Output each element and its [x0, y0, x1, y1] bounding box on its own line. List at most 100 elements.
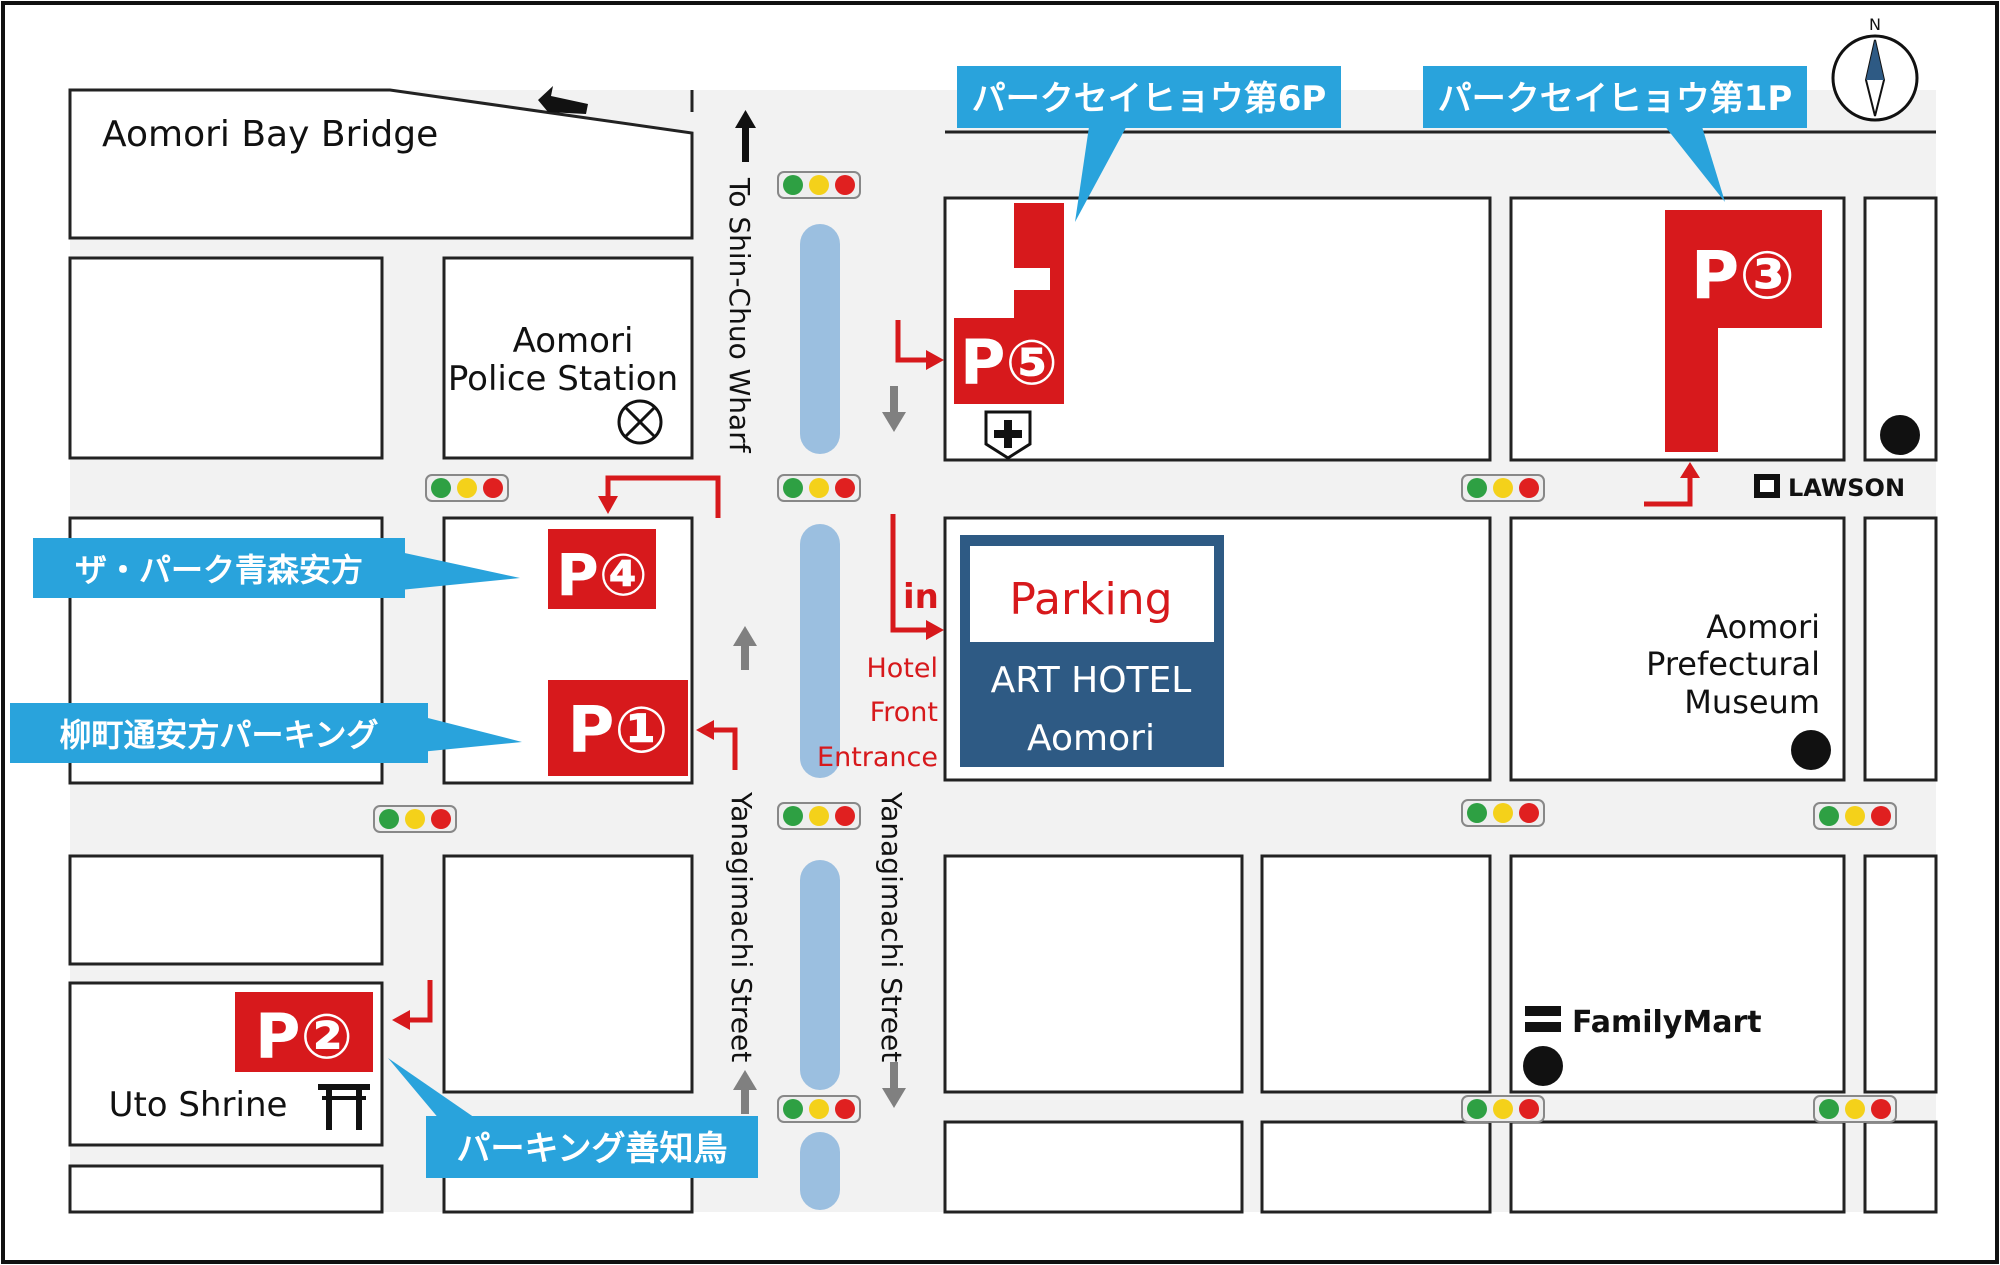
bay-bridge-label: Aomori Bay Bridge [102, 114, 438, 155]
traffic-light-icon [777, 802, 861, 830]
callout-zenchidori: パーキング善知鳥 [388, 1058, 758, 1178]
hotel-parking-label: Parking [1009, 574, 1172, 625]
museum-label-line2: Prefectural [1646, 645, 1820, 683]
traffic-light-icon [1813, 1095, 1897, 1123]
street-wharf-label: To Shin-Chuo Wharf [723, 177, 756, 454]
parking-p2[interactable]: P② [235, 992, 373, 1073]
shrine-label: Uto Shrine [109, 1085, 288, 1125]
block-s1 [943, 854, 1244, 1094]
gray-arrows [733, 386, 906, 1114]
parking-p1[interactable]: P① [548, 680, 688, 776]
arrow-up-icon [733, 1070, 757, 1114]
block-b4 [1863, 1120, 1938, 1214]
arrow-left-icon [538, 86, 588, 114]
route-arrow-p4 [605, 475, 721, 518]
parking-p2-label: P② [255, 1000, 353, 1073]
svg-text:ザ・パーク青森安方: ザ・パーク青森安方 [75, 551, 363, 589]
svg-text:パーキング善知鳥: パーキング善知鳥 [457, 1129, 728, 1169]
block-mid-low [442, 854, 694, 1094]
familymart-label: FamilyMart [1572, 1005, 1762, 1040]
svg-text:Hotel: Hotel [866, 653, 938, 684]
arrow-down-icon [882, 1062, 906, 1108]
hotel-front-entrance-label: Hotel Front Entrance [817, 653, 938, 773]
museum-label-line3: Museum [1684, 683, 1820, 721]
parking-p5[interactable]: P⑤ [954, 203, 1064, 404]
direction-arrows [538, 86, 756, 162]
city-blocks [68, 88, 1938, 1214]
block-w3 [68, 854, 384, 966]
familymart-logo-icon [1525, 1006, 1561, 1032]
block-e2 [1863, 516, 1938, 782]
block-b3 [1509, 1120, 1846, 1214]
block-w1 [68, 256, 384, 460]
block-s2 [1260, 854, 1492, 1094]
arrow-up-icon [733, 626, 757, 670]
street-yanagimachi-left-label: Yanagimachi Street [725, 791, 758, 1062]
hospital-icon [984, 410, 1032, 460]
traffic-light-icon [777, 171, 861, 199]
hotel-name-line2: Aomori [1027, 718, 1155, 759]
route-arrow-p2 [408, 980, 433, 1023]
svg-text:Front: Front [870, 697, 938, 728]
arrow-down-icon [882, 386, 906, 432]
parking-p5-label: P⑤ [960, 326, 1058, 399]
callout-park6p: パークセイヒョウ第6P [957, 66, 1341, 222]
bus-stop-dot-icon [1791, 730, 1831, 770]
block-s4 [1863, 854, 1938, 1094]
bus-stop-dots [1523, 415, 1920, 1086]
police-box-icon [617, 399, 663, 445]
route-arrow-p5 [895, 320, 928, 363]
block-familymart [1509, 854, 1846, 1094]
torii-icon [318, 1084, 370, 1130]
north-label: N [1869, 15, 1881, 34]
block-b2 [1260, 1120, 1492, 1214]
svg-text:パークセイヒョウ第1P: パークセイヒョウ第1P [1438, 79, 1793, 119]
block-police [442, 256, 694, 460]
lawson-label: LAWSON [1788, 474, 1905, 502]
traffic-light-icon [373, 805, 457, 833]
museum-label-line1: Aomori [1706, 608, 1820, 646]
parking-p3[interactable]: P③ [1665, 210, 1822, 452]
traffic-light-icon [777, 1095, 861, 1123]
parking-p1-label: P① [567, 694, 668, 768]
traffic-light-icon [1813, 802, 1897, 830]
route-arrows [392, 320, 1700, 1030]
route-arrow-p1 [712, 727, 738, 770]
callout-the-park: ザ・パーク青森安方 [33, 538, 520, 598]
traffic-light-icon [1461, 799, 1545, 827]
lawson-logo: LAWSON [1754, 474, 1905, 502]
median-strips [800, 224, 840, 1210]
north-arrow-icon: N [1831, 15, 1919, 122]
parking-lots: P⑤ P③ P④ P① P② [235, 203, 1822, 1073]
block-w4 [68, 1164, 384, 1214]
hotel-in-label: in [903, 577, 939, 617]
route-arrow-hotel [890, 514, 928, 633]
familymart-logo: FamilyMart [1525, 1005, 1762, 1040]
traffic-lights [373, 171, 1897, 1123]
police-label-line1: Aomori [513, 321, 634, 361]
traffic-light-icon [425, 474, 509, 502]
callout-yanagi-parking: 柳町通安方パーキング [10, 703, 522, 763]
callout-park1p: パークセイヒョウ第1P [1423, 66, 1807, 202]
bus-stop-dot-icon [1880, 415, 1920, 455]
traffic-light-icon [1461, 1095, 1545, 1123]
parking-p3-label: P③ [1691, 237, 1795, 314]
hotel-name-line1: ART HOTEL [991, 660, 1192, 701]
landmarks: Aomori Bay Bridge Aomori Police Station … [102, 114, 1820, 1125]
block-b1 [943, 1120, 1244, 1214]
svg-text:Entrance: Entrance [817, 742, 938, 773]
traffic-light-icon [1461, 474, 1545, 502]
arrow-up-icon [735, 110, 756, 162]
street-labels: To Shin-Chuo Wharf Yanagimachi Street Ya… [723, 177, 908, 1062]
block-bay-bridge [68, 88, 694, 240]
parking-p4-label: P④ [556, 541, 648, 609]
police-label-line2: Police Station [448, 359, 678, 399]
route-arrow-p3 [1644, 476, 1693, 507]
svg-text:柳町通安方パーキング: 柳町通安方パーキング [59, 716, 378, 754]
bus-stop-dot-icon [1523, 1046, 1563, 1086]
art-hotel[interactable]: Parking ART HOTEL Aomori [960, 535, 1224, 767]
parking-p4[interactable]: P④ [548, 529, 656, 609]
svg-text:パークセイヒョウ第6P: パークセイヒョウ第6P [972, 79, 1327, 119]
callouts: パークセイヒョウ第6P パークセイヒョウ第1P ザ・パーク青森安方 柳町通安方パ… [10, 66, 1807, 1178]
